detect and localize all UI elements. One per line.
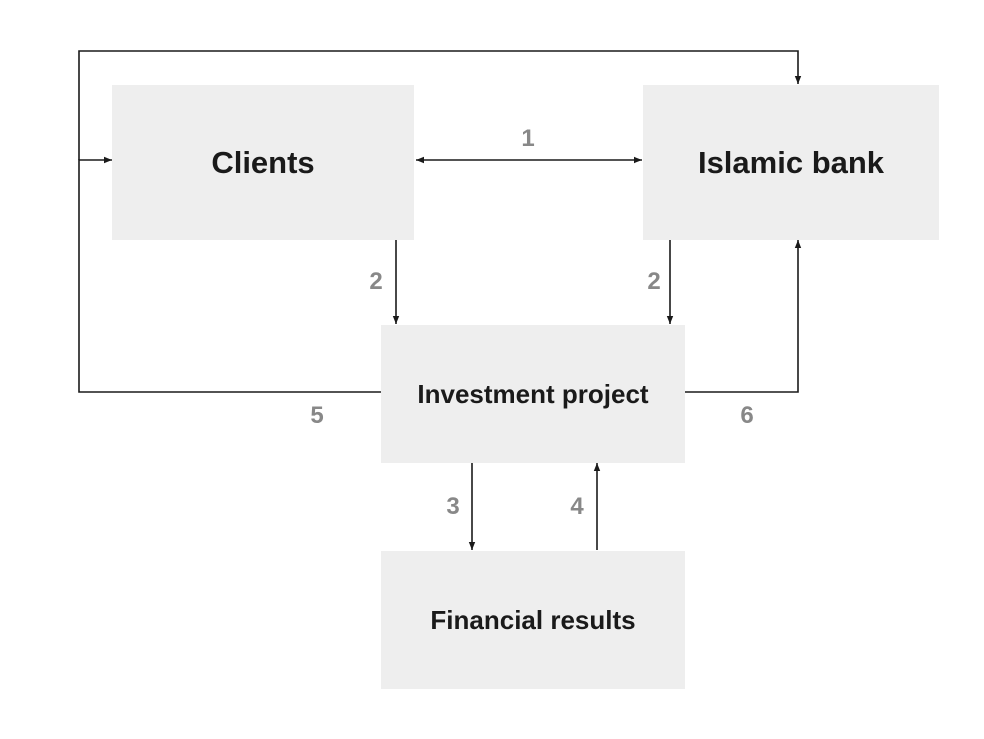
node-islamic-bank: Islamic bank (643, 85, 939, 240)
flow-label-1: 1 (521, 125, 535, 152)
node-islamic-bank-label: Islamic bank (697, 144, 885, 180)
flow-label-4: 4 (570, 493, 584, 520)
arrow-top-loop-to-bank (78, 50, 802, 160)
arrow-project-to-bank (685, 240, 802, 393)
flow-label-5: 5 (310, 402, 324, 429)
node-investment-project: Investment project (381, 325, 685, 463)
node-financial-results: Financial results (381, 551, 685, 689)
flow-label-3: 3 (446, 493, 460, 520)
flow-label-6: 6 (740, 402, 754, 429)
node-clients: Clients (112, 85, 414, 240)
node-financial-results-label: Financial results (430, 604, 636, 635)
node-investment-project-label: Investment project (417, 378, 649, 409)
flow-label-2-bank: 2 (647, 268, 661, 295)
flow-label-2-clients: 2 (369, 268, 383, 295)
node-clients-label: Clients (211, 144, 315, 180)
arrow-project-to-clients (78, 156, 381, 393)
